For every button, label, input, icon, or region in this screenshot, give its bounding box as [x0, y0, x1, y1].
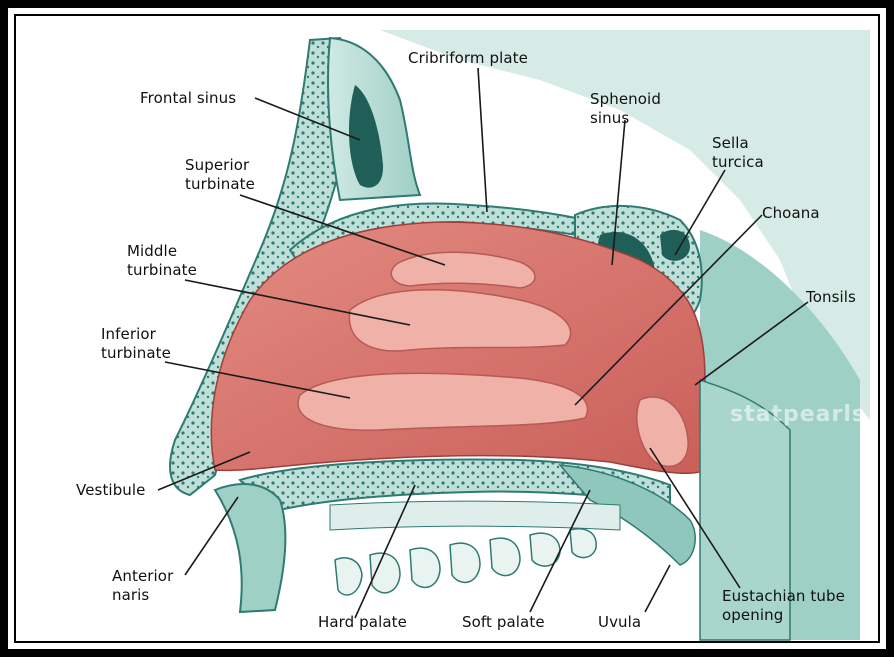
label-eustachian-tube-opening: Eustachian tube opening [722, 587, 845, 625]
label-uvula: Uvula [598, 613, 641, 632]
label-anterior-naris: Anterior naris [112, 567, 173, 605]
label-sphenoid-sinus: Sphenoid sinus [590, 90, 661, 128]
label-choana: Choana [762, 204, 820, 223]
label-middle-turbinate: Middle turbinate [127, 242, 197, 280]
upper-lip [215, 484, 285, 612]
label-frontal-sinus: Frontal sinus [140, 89, 236, 108]
label-tonsils: Tonsils [806, 288, 856, 307]
teeth [335, 529, 596, 595]
lower-teeth-row [330, 501, 620, 530]
watermark: statpearls [730, 402, 866, 427]
label-soft-palate: Soft palate [462, 613, 545, 632]
label-hard-palate: Hard palate [318, 613, 407, 632]
inferior-turbinate-shape [298, 373, 587, 430]
label-superior-turbinate: Superior turbinate [185, 156, 255, 194]
label-sella-turcica: Sella turcica [712, 134, 764, 172]
label-cribriform-plate: Cribriform plate [408, 49, 528, 68]
label-inferior-turbinate: Inferior turbinate [101, 325, 171, 363]
label-vestibule: Vestibule [76, 481, 146, 500]
